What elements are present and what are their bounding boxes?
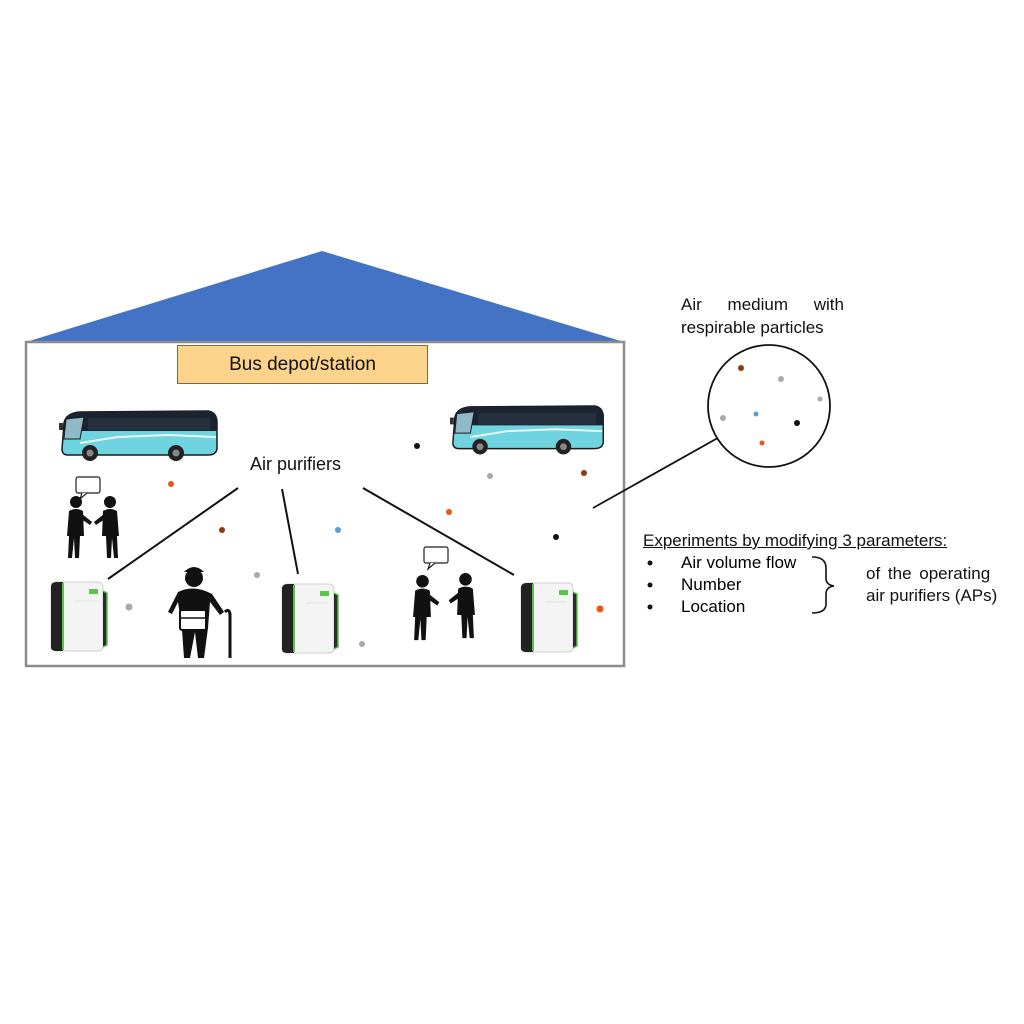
experiments-heading: Experiments by modifying 3 parameters: [643,531,948,550]
particle [581,470,587,476]
particle [168,481,174,487]
air-medium-label-line1: Air medium with [681,295,844,315]
curly-brace [811,556,835,614]
particle [738,365,744,371]
elderly-person-icon [168,567,232,658]
particle [778,376,784,382]
parameters-qualifier-line2: air purifiers (APs) [866,586,998,605]
particle [817,396,823,402]
bullet [647,604,653,610]
particle [335,527,341,533]
bus-icon [449,404,605,456]
particle [359,641,365,647]
air-purifier-icon [520,582,578,653]
bullet [647,582,653,588]
bus-icon [58,410,218,462]
air-medium-word: medium [727,295,788,314]
particle [794,420,800,426]
zoom-arrow [592,429,733,509]
parameter-item: Location [681,597,746,616]
air-medium-particles [720,365,823,446]
purifier-pointer-line [281,488,299,575]
particle [720,415,726,421]
air-purifier-icon [50,581,108,652]
particle [753,411,759,417]
particle [759,440,765,446]
particle [254,572,260,578]
air-medium-word: Air [681,295,702,314]
particle [446,509,452,515]
air-medium-word: with [813,295,844,314]
roof [26,251,624,342]
parameter-item: Air volume flow [681,553,797,572]
particle [553,534,559,540]
building-title: Bus depot/station [177,345,428,384]
purifier-pointer-line [362,487,515,576]
particle [596,605,604,613]
air-medium-circle [707,344,831,468]
purifier-pointer-line [107,487,239,580]
particle [414,443,420,449]
air-purifier-icon [281,583,339,654]
air-medium-label-line2: respirable particles [681,318,824,337]
parameter-item: Number [681,575,742,594]
particle [125,603,133,611]
particles [125,443,604,647]
air-purifiers-label: Air purifiers [250,454,342,474]
particle [219,527,225,533]
parameters-qualifier-line1: of the operating [866,564,991,583]
bullet [647,560,653,566]
particle [487,473,493,479]
